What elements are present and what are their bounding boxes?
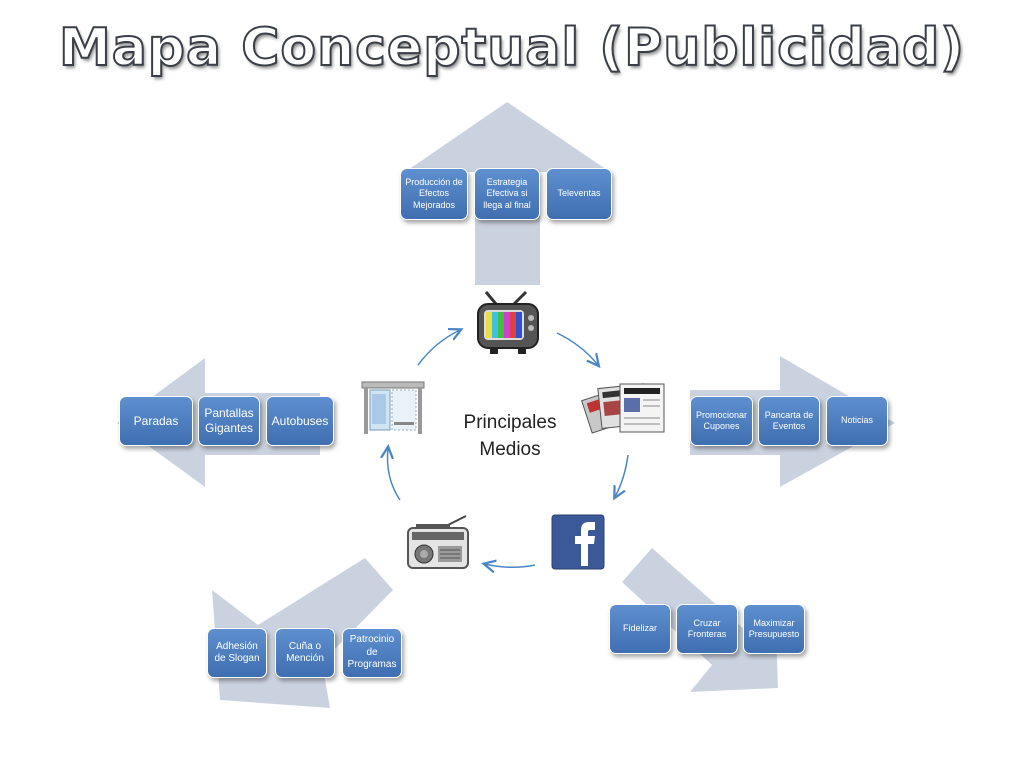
- cycle-arrow-radio-to-busstop: [388, 448, 401, 501]
- bus-stop-icon: [361, 381, 425, 434]
- page-title: Mapa Conceptual (Publicidad): [58, 17, 966, 79]
- facebook-icon: [551, 514, 605, 570]
- exterior-item-autobuses: Autobuses: [266, 396, 334, 446]
- tv-item-estrategia: Estrategia Efectiva si llega al final: [474, 168, 540, 220]
- facebook-item-fidelizar: Fidelizar: [609, 604, 671, 654]
- cycle-arrow-busstop-to-tv: [417, 330, 460, 366]
- press-item-noticias: Noticias: [826, 396, 888, 446]
- newspaper-icon: [581, 383, 665, 434]
- cycle-arrow-facebook-to-radio: [485, 564, 536, 567]
- press-item-pancarta: Pancarta de Eventos: [758, 396, 820, 446]
- radio-icon: [407, 515, 469, 569]
- radio-item-cuna: Cuña o Mención: [275, 628, 335, 678]
- cycle-arrow-press-to-facebook: [615, 454, 629, 497]
- facebook-item-presupuesto: Maximizar Presupuesto: [743, 604, 805, 654]
- cycle-arrow-tv-to-press: [556, 332, 598, 365]
- center-label: Principales Medios: [463, 412, 557, 460]
- exterior-item-pantallas: Pantallas Gigantes: [198, 396, 260, 446]
- exterior-item-paradas: Paradas: [119, 396, 193, 446]
- tv-item-produccion: Producción de Efectos Mejorados: [400, 168, 468, 220]
- tv-icon: [477, 290, 539, 354]
- press-item-cupones: Promocionar Cupones: [690, 396, 753, 446]
- tv-item-televentas: Televentas: [546, 168, 612, 220]
- radio-item-slogan: Adhesión de Slogan: [207, 628, 267, 678]
- radio-item-patrocinio: Patrocinio de Programas: [342, 628, 402, 678]
- facebook-item-fronteras: Cruzar Fronteras: [676, 604, 738, 654]
